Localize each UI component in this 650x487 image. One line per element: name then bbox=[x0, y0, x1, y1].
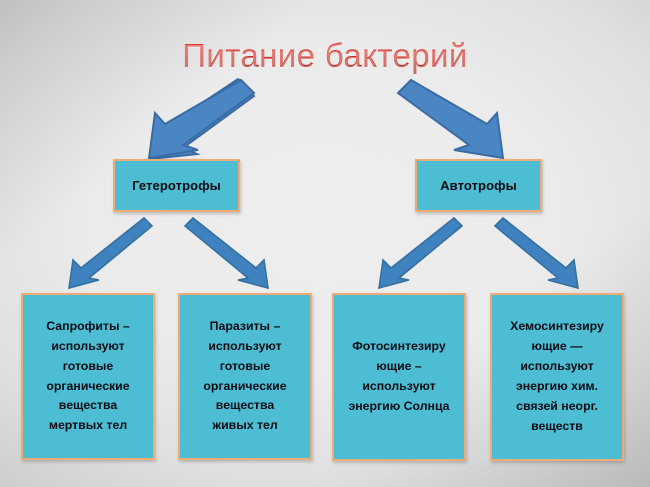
node-saprophytes[interactable]: Сапрофиты – используют готовые органичес… bbox=[21, 293, 155, 460]
node-saprophytes-label: Сапрофиты – используют готовые органичес… bbox=[46, 318, 130, 433]
node-heterotrophs-label: Гетеротрофы bbox=[132, 178, 221, 193]
node-autotrophs-label: Автотрофы bbox=[440, 178, 517, 193]
node-photosynthetic[interactable]: Фотосинтезиру ющие – используют энергию … bbox=[332, 293, 466, 461]
page-title: Питание бактерий bbox=[0, 37, 650, 74]
node-photosynthetic-label: Фотосинтезиру ющие – используют энергию … bbox=[348, 339, 450, 413]
node-chemosynthetic-label: Хемосинтезиру ющие — используют энергию … bbox=[510, 319, 604, 433]
arrow-title-to-heterotrophs bbox=[147, 77, 256, 161]
node-autotrophs[interactable]: Автотрофы bbox=[415, 159, 542, 212]
arrow-heterotrophs-to-parasites bbox=[183, 216, 269, 290]
arrow-heterotrophs-to-saprophytes bbox=[68, 216, 154, 290]
arrow-title-to-autotrophs bbox=[396, 78, 505, 160]
arrow-autotrophs-to-photosynthetic bbox=[378, 216, 464, 290]
node-heterotrophs[interactable]: Гетеротрофы bbox=[113, 159, 240, 212]
node-parasites[interactable]: Паразиты – используют готовые органическ… bbox=[178, 293, 312, 460]
node-parasites-label: Паразиты – используют готовые органическ… bbox=[203, 318, 287, 433]
arrow-autotrophs-to-chemosynthetic bbox=[493, 216, 579, 290]
node-chemosynthetic[interactable]: Хемосинтезиру ющие — используют энергию … bbox=[490, 293, 624, 461]
